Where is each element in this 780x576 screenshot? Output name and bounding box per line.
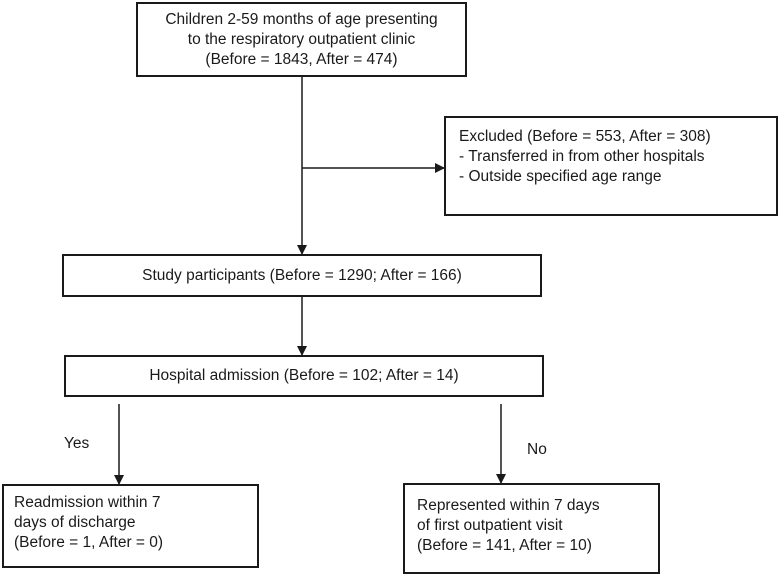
readmission-box: Readmission within 7 days of discharge (…: [2, 484, 259, 568]
readmission-line-2: days of discharge: [14, 514, 136, 531]
study-participants-box: Study participants (Before = 1290; After…: [62, 254, 542, 297]
readmission-line-1: Readmission within 7: [14, 494, 161, 511]
participants-text: Study participants (Before = 1290; After…: [142, 266, 462, 284]
admission-text: Hospital admission (Before = 102; After …: [149, 367, 459, 384]
hospital-admission-box: Hospital admission (Before = 102; After …: [64, 355, 544, 397]
represented-line-3: (Before = 141, After = 10): [417, 537, 592, 554]
excluded-line-3: - Outside specified age range: [459, 168, 662, 185]
start-line-3: (Before = 1843, After = 474): [205, 50, 398, 68]
start-line-2: to the respiratory outpatient clinic: [187, 30, 416, 48]
excluded-box: Excluded (Before = 553, After = 308) - T…: [444, 116, 778, 216]
represented-line-1: Represented within 7 days: [417, 497, 600, 514]
excluded-line-1: Excluded (Before = 553, After = 308): [459, 128, 711, 145]
start-population-box: Children 2-59 months of age presenting t…: [136, 2, 467, 77]
excluded-line-2: - Transferred in from other hospitals: [459, 148, 705, 165]
yes-label: Yes: [64, 435, 90, 452]
represented-box: Represented within 7 days of first outpa…: [403, 483, 660, 574]
readmission-line-3: (Before = 1, After = 0): [14, 534, 164, 551]
no-label: No: [527, 441, 547, 458]
start-line-1: Children 2-59 months of age presenting: [165, 10, 438, 28]
represented-line-2: of first outpatient visit: [417, 517, 563, 534]
